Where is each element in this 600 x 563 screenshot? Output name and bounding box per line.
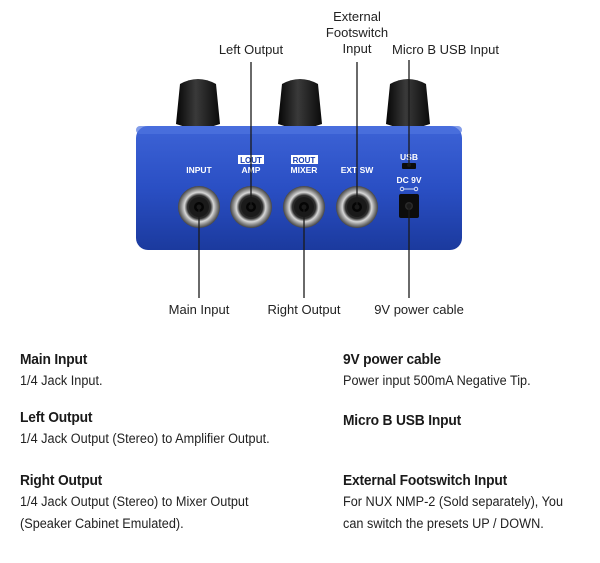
- desc-right-output-title: Right Output: [20, 472, 103, 489]
- desc-main-input-title: Main Input: [20, 351, 88, 368]
- pedal-diagram: INPUT LOUT AMP ROUT MIXER EXT SW USB DC …: [136, 60, 462, 298]
- label-dc9v: DC 9V: [396, 175, 421, 185]
- callout-left-output: Left Output: [218, 42, 284, 57]
- knob-left: [176, 79, 220, 128]
- desc-power-cable-text: Power input 500mA Negative Tip.: [343, 373, 531, 388]
- desc-left-output-title: Left Output: [20, 409, 93, 426]
- desc-main-input: Main Input 1/4 Jack Input.: [20, 351, 108, 392]
- desc-left-output: Left Output 1/4 Jack Output (Stereo) to …: [20, 409, 286, 450]
- desc-main-input-text: 1/4 Jack Input.: [20, 373, 103, 388]
- desc-micro-usb: Micro B USB Input: [343, 412, 471, 429]
- callout-ext-line-1: External: [333, 9, 381, 24]
- desc-power-cable: 9V power cable Power input 500mA Negativ…: [343, 351, 543, 392]
- desc-left-output-text: 1/4 Jack Output (Stereo) to Amplifier Ou…: [20, 431, 270, 446]
- label-mixer: MIXER: [291, 165, 318, 175]
- desc-micro-usb-title: Micro B USB Input: [343, 412, 462, 429]
- label-input: INPUT: [186, 165, 212, 175]
- desc-ext-footswitch-text-2: can switch the presets UP / DOWN.: [343, 516, 544, 531]
- desc-ext-footswitch-text-1: For NUX NMP-2 (Sold separately), You: [343, 494, 564, 509]
- callout-ext-footswitch: External Footswitch Input: [312, 9, 402, 57]
- callout-right-output: Right Output: [267, 302, 341, 317]
- knob-middle: [278, 79, 322, 128]
- callout-power-cable: 9V power cable: [374, 302, 464, 317]
- knob-right: [386, 79, 430, 128]
- polarity-icon: [399, 186, 419, 192]
- callout-ext-line-3: Input: [342, 41, 372, 56]
- label-rout: ROUT: [293, 156, 316, 165]
- desc-ext-footswitch-title: External Footswitch Input: [343, 472, 508, 489]
- desc-right-output-text-1: 1/4 Jack Output (Stereo) to Mixer Output: [20, 494, 249, 509]
- callout-main-input: Main Input: [168, 302, 230, 317]
- callout-micro-usb: Micro B USB Input: [392, 42, 499, 57]
- desc-right-output: Right Output 1/4 Jack Output (Stereo) to…: [20, 472, 263, 535]
- desc-power-cable-title: 9V power cable: [343, 351, 441, 368]
- desc-ext-footswitch: External Footswitch Input For NUX NMP-2 …: [343, 472, 577, 535]
- desc-right-output-text-2: (Speaker Cabinet Emulated).: [20, 516, 184, 531]
- leader-lines: [198, 60, 410, 298]
- callout-ext-line-2: Footswitch: [325, 25, 389, 40]
